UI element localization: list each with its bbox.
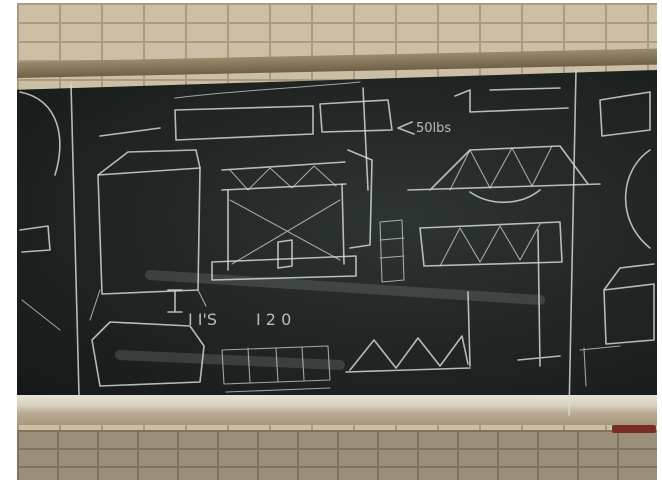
right-circle-arc [624, 149, 651, 249]
perspective-box [91, 321, 205, 387]
beam-dimension-line [174, 81, 361, 99]
chalkboard [17, 70, 657, 400]
cantilever-sketch [454, 87, 569, 113]
cube-legs [89, 289, 207, 321]
roof-truss-web [449, 145, 553, 191]
frame-bracing [229, 199, 341, 265]
load-label: 50lbs [416, 121, 451, 136]
top-beam [174, 105, 314, 141]
load-arrow [397, 121, 415, 135]
section-label: I I'S [188, 310, 217, 329]
truss-top-chord [221, 161, 346, 171]
roof-truss [407, 145, 601, 191]
eraser [612, 425, 656, 433]
erased-smear [145, 270, 545, 305]
ladder-detail [379, 219, 405, 283]
dimension-line [99, 127, 161, 137]
erased-smear [115, 350, 345, 370]
chalk-tray [17, 395, 657, 425]
column-line [362, 87, 369, 191]
truss-lower [419, 221, 563, 267]
right-stand [579, 345, 621, 387]
right-box-top [599, 91, 651, 137]
board-divider-right [568, 69, 577, 416]
door-sketch [277, 239, 293, 269]
truss-profile [349, 335, 469, 371]
truss-elevation [221, 345, 331, 385]
frame-columns [227, 183, 345, 271]
column-detail [347, 149, 373, 249]
dimension-line [225, 387, 331, 393]
support-post [517, 229, 561, 367]
truss-profile-base [345, 367, 471, 373]
right-box [603, 263, 655, 345]
i-beam-section [167, 289, 183, 313]
truss-lower-web [439, 223, 541, 267]
truss-web [229, 165, 337, 191]
left-line-sketch [21, 299, 61, 331]
cube-top [97, 149, 201, 176]
section-label: I 2 0 [256, 310, 291, 329]
left-box-sketch [19, 225, 51, 253]
arch-sketch [469, 189, 541, 203]
truss-bottom-chord [221, 183, 347, 191]
post-line [467, 291, 471, 367]
top-beam-right [319, 99, 393, 133]
left-arc-sketch [19, 91, 61, 176]
board-divider-left [70, 83, 80, 396]
frame-base [211, 255, 357, 281]
brick-wall-lower [17, 430, 657, 480]
